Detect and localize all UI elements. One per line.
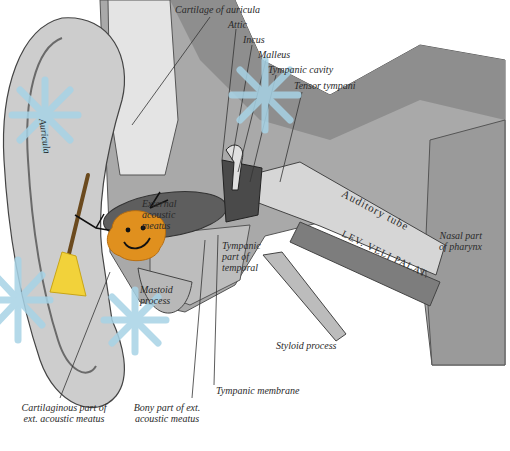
- auricle: [3, 18, 124, 408]
- part-label: Auricula: [37, 118, 58, 189]
- leader-line: [232, 45, 252, 160]
- leader-line: [280, 92, 302, 182]
- part-label: Tympanic part of temporal: [222, 240, 274, 273]
- part-label: External acoustic meatus: [142, 198, 190, 231]
- smiley-eye: [126, 228, 131, 233]
- temporal-bone: [100, 0, 505, 365]
- part-label: Nasal part of pharynx: [438, 230, 482, 252]
- part-label: Mastoid process: [140, 284, 190, 306]
- styloid-process: [263, 252, 346, 341]
- part-label: Cartilage of auricula: [175, 4, 285, 15]
- part-label: Styloid process: [276, 340, 356, 351]
- leader-line: [192, 240, 205, 398]
- part-label: LEV. VELI PALAT.: [340, 228, 444, 286]
- tympanic-cavity: [222, 160, 262, 222]
- ossicles: [226, 145, 243, 190]
- leader-line: [132, 17, 210, 125]
- leader-line: [214, 235, 218, 385]
- part-label: Bony part of ext. acoustic meatus: [126, 402, 208, 424]
- part-label: Malleus: [258, 49, 308, 60]
- part-label: Tensor tympani: [294, 80, 384, 91]
- smiley-mouth: [124, 238, 150, 248]
- asterisk-doodle: [0, 260, 50, 340]
- bone-upper-shading: [170, 0, 505, 140]
- part-label: Attic: [228, 19, 268, 30]
- part-label: Tympanic cavity: [268, 64, 358, 75]
- part-label: Incus: [243, 34, 283, 45]
- part-label: Cartilaginous part of ext. acoustic meat…: [16, 402, 112, 424]
- part-label: Tympanic membrane: [216, 385, 316, 396]
- broom-bristles: [50, 252, 86, 296]
